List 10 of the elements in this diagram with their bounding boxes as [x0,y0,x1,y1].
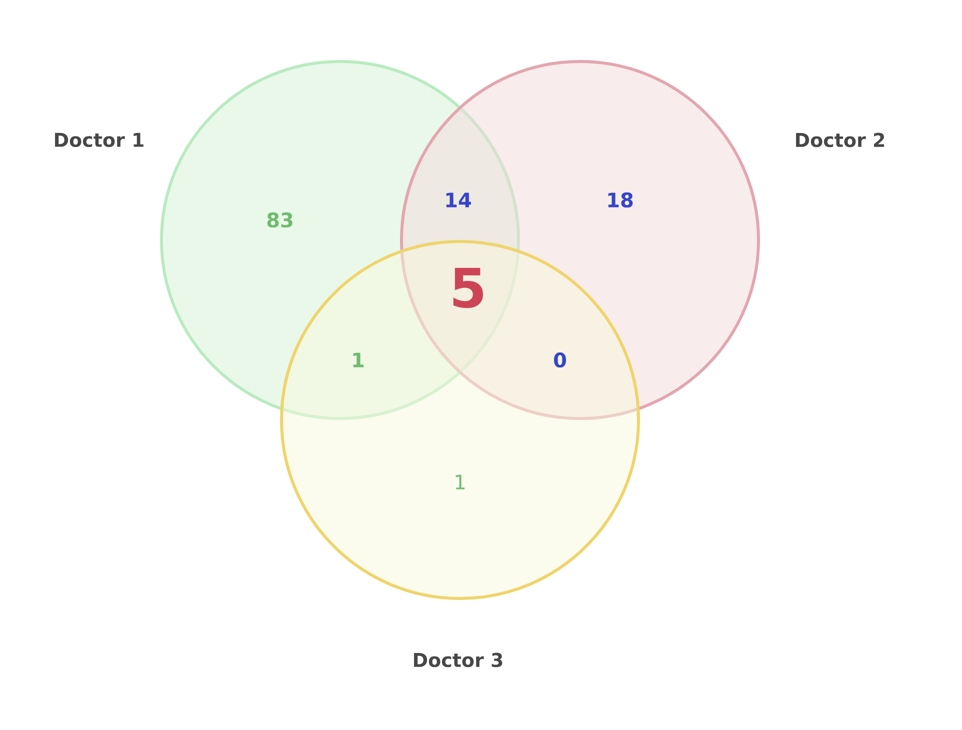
region-count: 18 [608,192,633,208]
node-label: Doctor 1 [55,132,144,148]
node-label: Doctor 2 [796,132,884,148]
node-label: Doctor 3 [414,652,502,668]
region-count: 5 [453,268,484,308]
region-count: 83 [267,212,292,228]
region-count: 14 [446,192,471,208]
region-count: 1 [456,474,465,490]
region-count: 1 [353,352,364,368]
region-count: 0 [554,352,566,368]
